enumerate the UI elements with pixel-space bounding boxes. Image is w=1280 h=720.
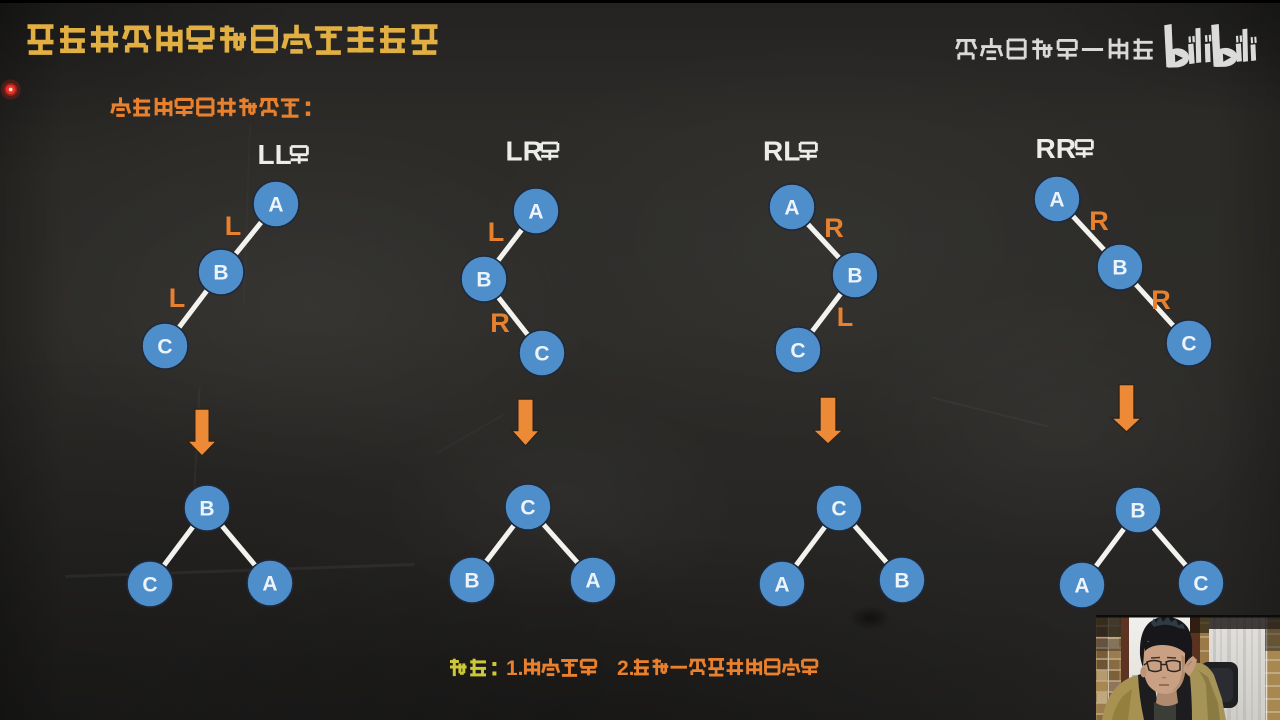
svg-text:LL: LL	[258, 139, 292, 170]
svg-text:A: A	[262, 573, 277, 596]
svg-text:A: A	[528, 201, 543, 224]
svg-text:L: L	[837, 302, 854, 332]
svg-text:C: C	[790, 340, 805, 363]
svg-text:B: B	[1112, 257, 1127, 280]
svg-text:A: A	[585, 570, 600, 593]
svg-text:LR: LR	[506, 136, 543, 167]
svg-text:R: R	[824, 213, 844, 243]
svg-text:B: B	[1130, 500, 1145, 523]
svg-text:B: B	[199, 498, 214, 521]
svg-text:L: L	[169, 283, 186, 313]
svg-text:B: B	[847, 265, 862, 288]
svg-text:2.: 2.	[617, 657, 635, 680]
svg-text:RR: RR	[1036, 133, 1076, 164]
svg-text:A: A	[1049, 189, 1064, 212]
svg-text:R: R	[1151, 285, 1171, 315]
svg-text:B: B	[213, 262, 228, 285]
svg-text:A: A	[774, 574, 789, 597]
svg-text:A: A	[1074, 575, 1089, 598]
svg-text:A: A	[784, 197, 799, 220]
svg-text:1.: 1.	[506, 657, 524, 680]
svg-text:C: C	[831, 498, 846, 521]
svg-text:R: R	[1089, 206, 1109, 236]
svg-text:L: L	[488, 217, 505, 247]
svg-text:C: C	[1181, 333, 1196, 356]
svg-text:R: R	[490, 308, 510, 338]
svg-text:C: C	[157, 336, 172, 359]
svg-text:C: C	[142, 574, 157, 597]
svg-text:C: C	[520, 497, 535, 520]
svg-text:C: C	[1193, 573, 1208, 596]
svg-text:B: B	[476, 269, 491, 292]
svg-text:B: B	[464, 570, 479, 593]
svg-text:C: C	[534, 343, 549, 366]
svg-text:B: B	[894, 570, 909, 593]
svg-text:RL: RL	[763, 136, 800, 167]
svg-text:L: L	[225, 211, 242, 241]
svg-text:A: A	[268, 194, 283, 217]
